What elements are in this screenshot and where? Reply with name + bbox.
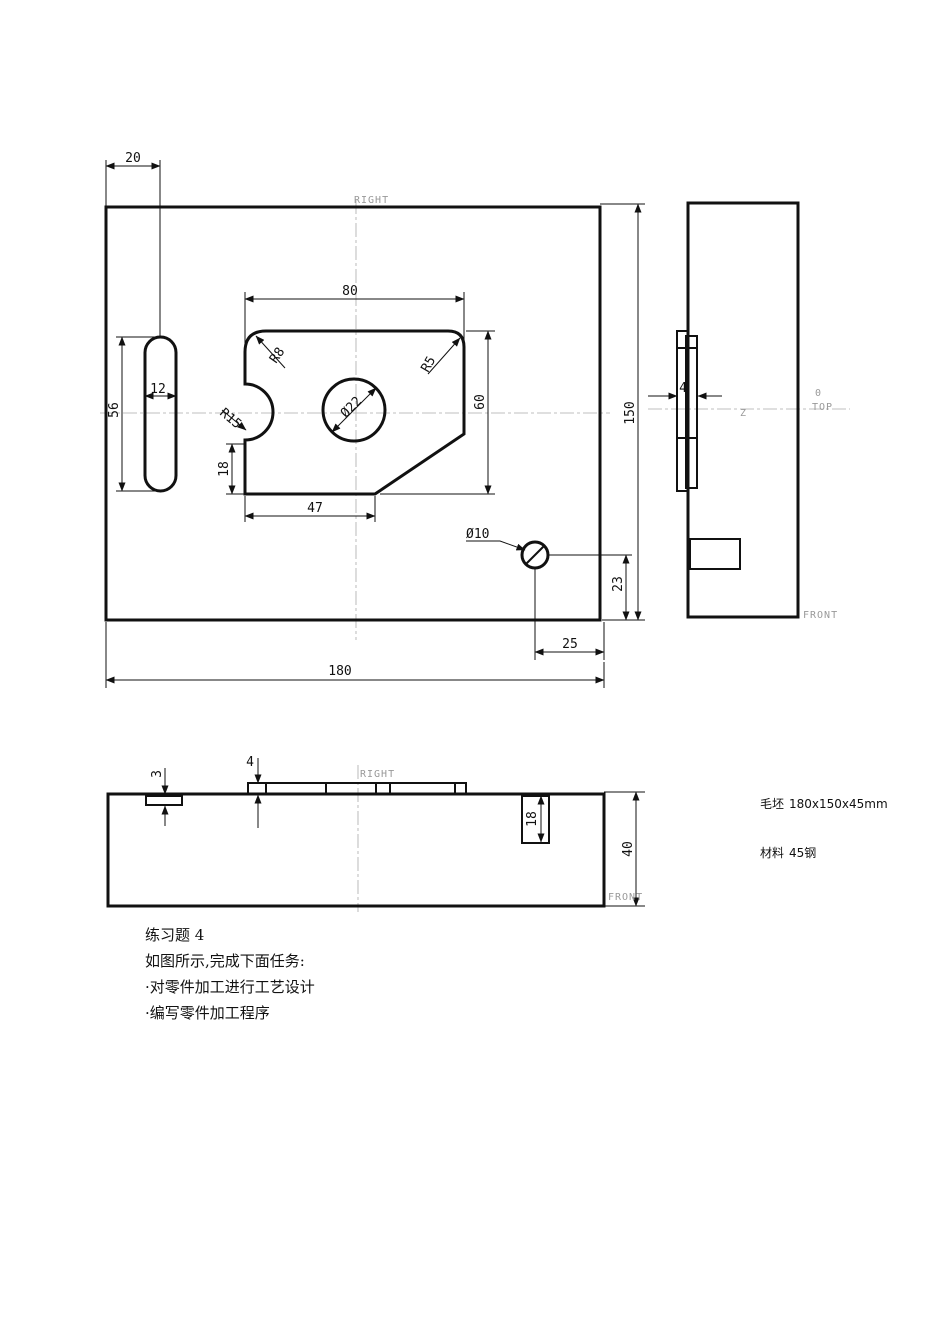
exercise-text: 练习题 4 如图所示,完成下面任务: ·对零件加工进行工艺设计 ·编写零件加工程…: [145, 922, 315, 1026]
blank-label: 毛坯: [760, 797, 784, 811]
dim-pocket-height: 60: [473, 394, 488, 410]
dim-pocket-width: 80: [342, 284, 358, 299]
small-hole-cross: [524, 544, 546, 566]
slot-outline: [143, 335, 178, 493]
bottom-boss-outline: [247, 782, 467, 795]
dim-radius-r8: R8: [267, 345, 288, 366]
dim-side-width: 4: [679, 381, 687, 396]
dim-slot-offset: 20: [125, 151, 141, 166]
bottom-view-outline: [106, 792, 606, 908]
center-hole: [321, 377, 387, 443]
side-view-top-tag: TOP: [812, 402, 833, 413]
side-boss-outer: [676, 330, 689, 492]
dim-slot-length: 56: [107, 402, 122, 418]
small-hole-leader: [466, 540, 526, 551]
stock-notes: 毛坯 180x150x45mm 材料 45钢: [760, 797, 888, 860]
dim-boss-height: 4: [246, 755, 254, 770]
side-view-zero-tag: 0: [815, 388, 822, 399]
dim-plate-height: 150: [623, 401, 638, 424]
dim-hole-y: 23: [611, 576, 626, 592]
material-label: 材料: [760, 846, 784, 860]
dim-pocket-step: 18: [217, 461, 232, 477]
bottom-view-right-tag: RIGHT: [360, 769, 395, 780]
dim-radius-r5: R5: [418, 354, 439, 375]
front-view: RIGHT Ø22 Ø10 20 80 R8 R5 R15: [100, 151, 645, 688]
dim-pocket-bottom: 47: [307, 501, 323, 516]
bottom-hole-outline: [521, 795, 550, 844]
side-boss-inner: [685, 335, 698, 489]
side-view-axis-tag: Z: [740, 408, 747, 419]
exercise-task-design: ·对零件加工进行工艺设计: [145, 978, 315, 996]
r5-leader: [427, 337, 461, 375]
exercise-task-program: ·编写零件加工程序: [145, 1004, 270, 1022]
bottom-slot-outline: [145, 795, 183, 806]
exercise-title: 练习题 4: [145, 926, 205, 944]
side-view-front-tag: FRONT: [803, 610, 838, 621]
blank-size: 180x150x45mm: [789, 797, 888, 811]
dim-hole-x: 25: [562, 637, 578, 652]
dim-slot-depth: 3: [150, 770, 165, 778]
dim-radius-r15: R15: [216, 406, 244, 433]
dim-plate-thickness: 40: [621, 841, 636, 857]
side-view: 4 0 TOP Z FRONT: [648, 201, 850, 621]
r8-leader: [255, 335, 286, 369]
bottom-view-front-tag: FRONT: [608, 892, 643, 903]
plate-outline: [104, 205, 602, 622]
exercise-intro: 如图所示,完成下面任务:: [145, 952, 305, 970]
material-value: 45钢: [789, 846, 816, 860]
dim-plate-length: 180: [328, 664, 351, 679]
dim-center-hole: Ø22: [338, 394, 365, 421]
front-view-right-tag: RIGHT: [354, 195, 389, 206]
dim-hole-depth: 18: [525, 811, 540, 827]
dim-slot-width: 12: [150, 382, 166, 397]
r15-leader: [221, 409, 247, 431]
side-hole-outline: [689, 538, 741, 570]
bottom-view: RIGHT 3 4 18 40 FRONT: [106, 755, 645, 912]
dim-small-hole: Ø10: [466, 527, 489, 542]
center-hole-dim-line: [331, 387, 377, 433]
